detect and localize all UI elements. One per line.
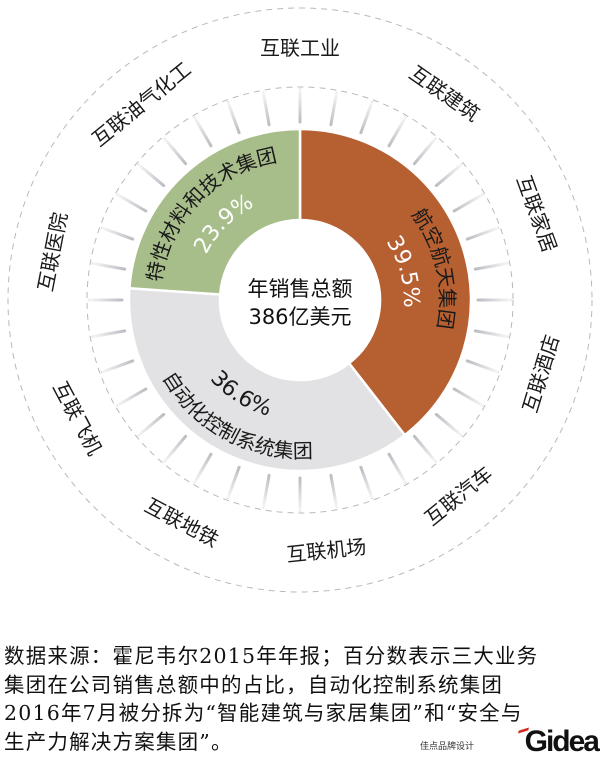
donut-chart: 航空航天集团39.5%自动化控制系统集团36.6%特性材料和技术集团23.9%年…: [7, 7, 593, 593]
outer-label: 互联工业: [260, 36, 340, 60]
outer-label: 互联地铁: [141, 493, 223, 552]
outer-dashed-ring: [7, 7, 593, 593]
donut-segment: [298, 127, 473, 437]
note-line: 2016年7月被分拆为“智能建筑与家居集团”和“安全与: [4, 701, 523, 725]
center-title: 年销售总额: [248, 277, 353, 301]
outer-label: 互联飞机: [48, 377, 107, 459]
center-total: 386亿美元: [248, 305, 351, 329]
outer-label: 互联酒店: [518, 332, 564, 416]
logo-word: Gidea: [524, 725, 600, 758]
source-note: 数据来源：霍尼韦尔2015年年报；百分数表示三大业务 集团在公司销售总额中的占比…: [4, 642, 600, 756]
note-line: 数据来源：霍尼韦尔2015年年报；百分数表示三大业务: [4, 644, 539, 668]
outer-label: 互联机场: [285, 535, 367, 567]
logo-subtitle: 佳点品牌设计: [420, 742, 475, 752]
donut-segment: [128, 127, 302, 296]
inner-dashed-ring: [86, 86, 514, 514]
donut-segment: [127, 286, 407, 473]
outer-label: 互联家居: [512, 172, 562, 255]
watermark-logo: 佳点品牌设计 Gidea: [420, 725, 600, 758]
outer-label: 互联医院: [33, 210, 72, 293]
note-line: 集团在公司销售总额中的占比，自动化控制系统集团: [4, 672, 504, 697]
note-line: 生产力解决方案集团”。: [4, 729, 233, 754]
outer-label: 互联汽车: [420, 461, 497, 530]
outer-label: 互联建筑: [405, 61, 484, 127]
